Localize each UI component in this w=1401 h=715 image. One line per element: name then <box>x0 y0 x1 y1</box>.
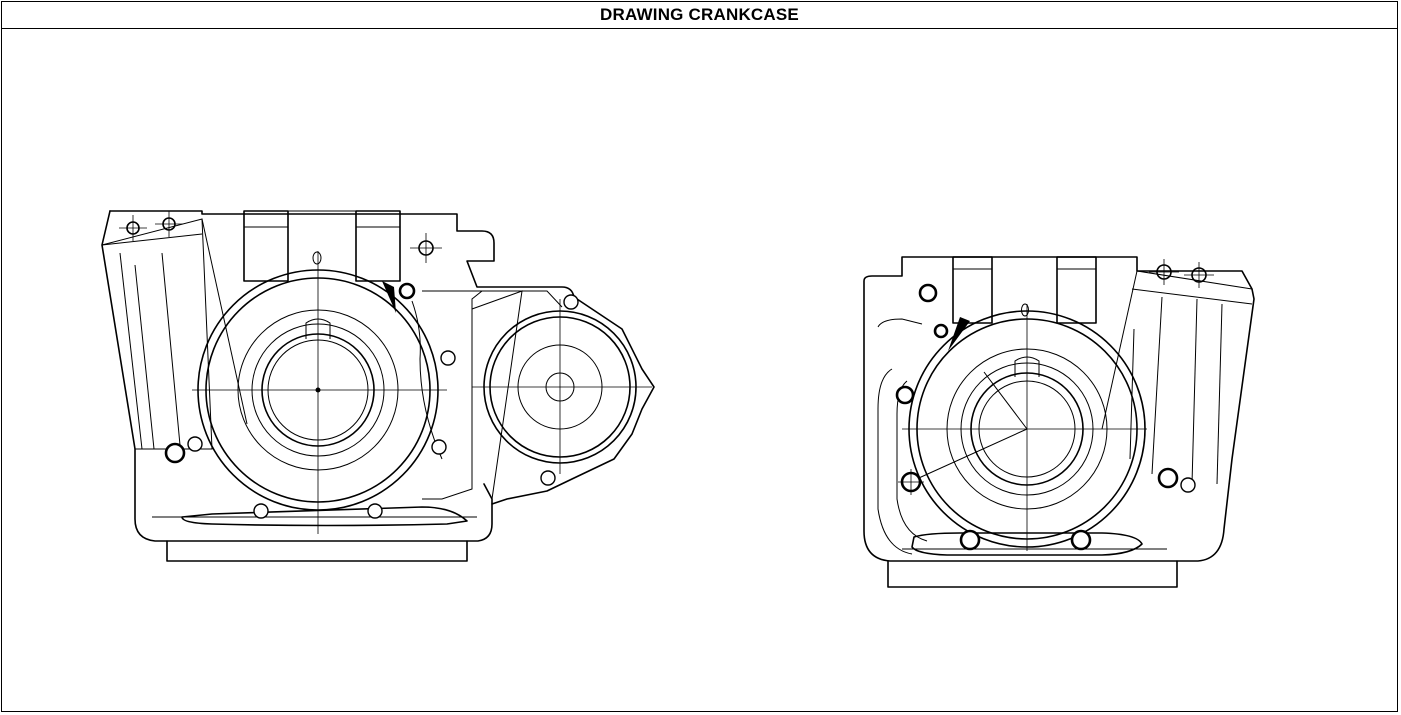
crankcase-right-view <box>2 29 1399 713</box>
crankcase-left-view <box>2 29 1399 713</box>
page-title: DRAWING CRANKCASE <box>600 5 799 24</box>
title-bar: DRAWING CRANKCASE <box>2 2 1397 29</box>
drawing-area <box>2 29 1397 713</box>
